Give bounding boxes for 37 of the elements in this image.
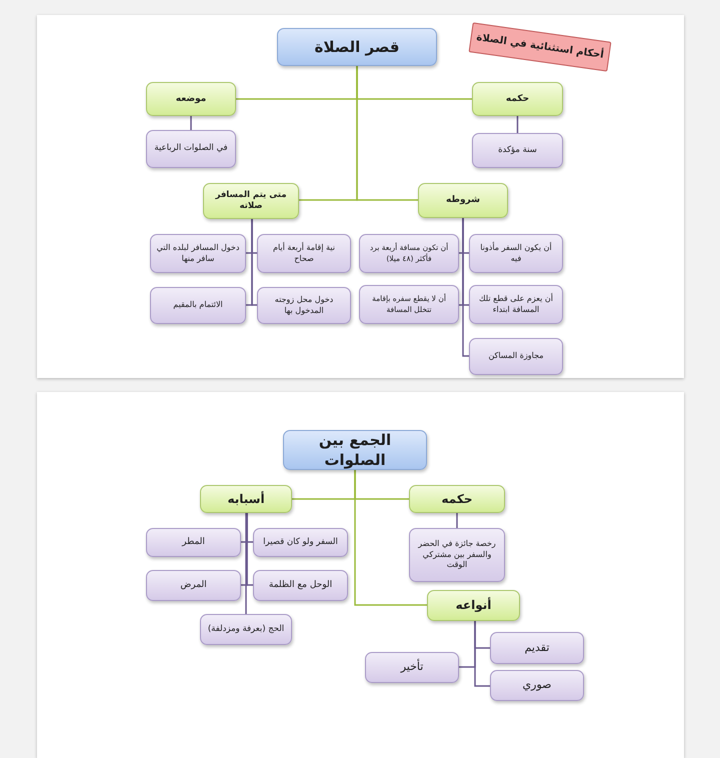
detail-box: دخول المسافر لبلده التي سافر منها xyxy=(150,234,246,273)
connector-line xyxy=(516,116,518,133)
connector-line xyxy=(245,513,247,614)
detail-box: أن يكون السفر مأذونا فيه xyxy=(469,234,563,273)
detail-box: المرض xyxy=(146,570,241,601)
detail-box: دخول محل زوجته المدخول بها xyxy=(257,287,351,324)
topic-box: متى يتم المسافر صلاته xyxy=(203,183,299,219)
connector-line xyxy=(246,219,253,306)
detail-box: السفر ولو كان قصيرا xyxy=(253,528,348,557)
connector-line xyxy=(241,513,248,586)
topic-box: أسبابه xyxy=(200,485,292,513)
topic-box: حكمه xyxy=(409,485,505,513)
connector-line xyxy=(474,621,490,687)
title-box: قصر الصلاة xyxy=(277,28,437,66)
detail-box: في الصلوات الرباعية xyxy=(146,130,236,168)
detail-box: المطر xyxy=(146,528,241,557)
detail-box: تقديم xyxy=(490,632,584,664)
detail-box: أن يعزم على قطع تلك المسافة ابتداء xyxy=(469,285,563,324)
connector-line xyxy=(356,66,418,201)
detail-box: مجاوزة المساكن xyxy=(469,338,563,375)
topic-box: أنواعه xyxy=(427,590,520,621)
title-box: الجمع بين الصلوات xyxy=(283,430,427,470)
topic-box: شروطه xyxy=(418,183,508,218)
connector-line xyxy=(354,470,427,606)
detail-box: الحج (بعرفة ومزدلفة) xyxy=(200,614,292,645)
connector-line xyxy=(456,513,458,528)
detail-box: تأخير xyxy=(365,652,459,683)
detail-box: صوري xyxy=(490,670,584,701)
connector-line xyxy=(190,116,192,130)
detail-box: الائتمام بالمقيم xyxy=(150,287,246,324)
detail-box: نية إقامة أربعة أيام صحاح xyxy=(257,234,351,273)
topic-box: موضعه xyxy=(146,82,236,116)
topic-box: حكمه xyxy=(472,82,563,116)
connector-line xyxy=(462,218,469,357)
detail-box: رخصة جائزة في الحضر والسفر بين مشتركي الوقت xyxy=(409,528,505,582)
detail-box: سنة مؤكدة xyxy=(472,133,563,168)
detail-box: الوحل مع الظلمة xyxy=(253,570,348,601)
